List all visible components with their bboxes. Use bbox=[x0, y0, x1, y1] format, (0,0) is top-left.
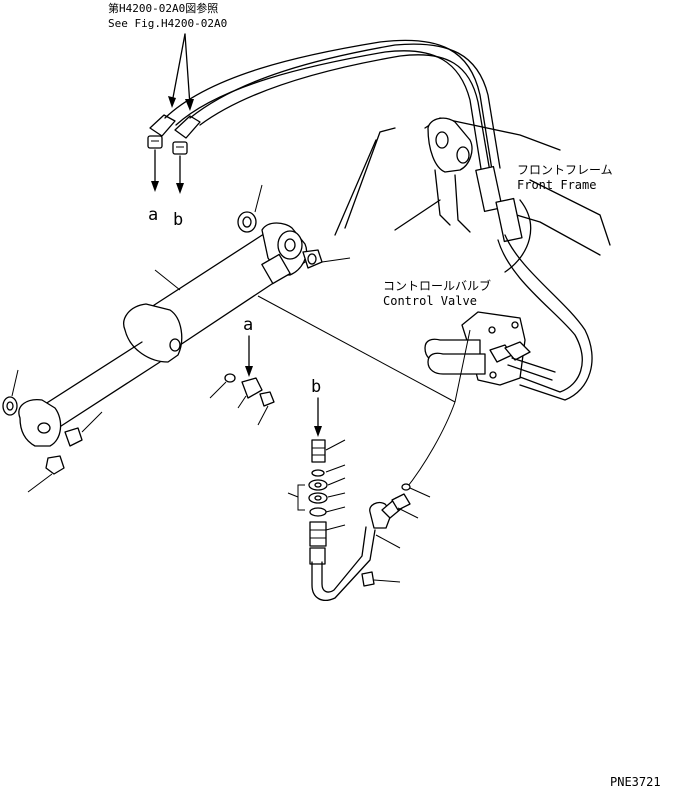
callout-arrow-b-mid bbox=[314, 397, 322, 437]
front-frame bbox=[334, 117, 611, 273]
hydraulic-cylinder bbox=[18, 222, 308, 447]
control-valve-label-en: Control Valve bbox=[383, 294, 477, 308]
reference-note-en: See Fig.H4200-02A0 bbox=[108, 17, 227, 30]
control-valve-hoses bbox=[497, 234, 593, 401]
callout-a-top: a bbox=[148, 205, 158, 225]
fitting-stack bbox=[287, 439, 346, 547]
front-frame-label-jp: フロントフレーム bbox=[517, 163, 613, 177]
callout-b-mid: b bbox=[311, 377, 321, 397]
reference-arrows bbox=[168, 33, 194, 111]
cylinder-small-parts bbox=[2, 184, 351, 493]
hose-end-fittings bbox=[147, 114, 201, 155]
control-valve-label-jp: コントロールバルブ bbox=[383, 278, 491, 293]
steel-tube bbox=[309, 483, 431, 601]
callout-arrow-a-mid bbox=[245, 335, 253, 377]
control-valve bbox=[424, 311, 556, 386]
front-frame-label-en: Front Frame bbox=[517, 178, 596, 192]
callout-b-top: b bbox=[173, 210, 183, 230]
hydraulic-hoses bbox=[164, 39, 501, 176]
leader-lines bbox=[257, 295, 471, 491]
callout-a-mid: a bbox=[243, 315, 253, 335]
reference-note-jp: 第H4200-02A0図参照 bbox=[108, 1, 218, 15]
document-code: PNE3721 bbox=[610, 775, 661, 788]
callout-arrows-top bbox=[151, 149, 184, 194]
